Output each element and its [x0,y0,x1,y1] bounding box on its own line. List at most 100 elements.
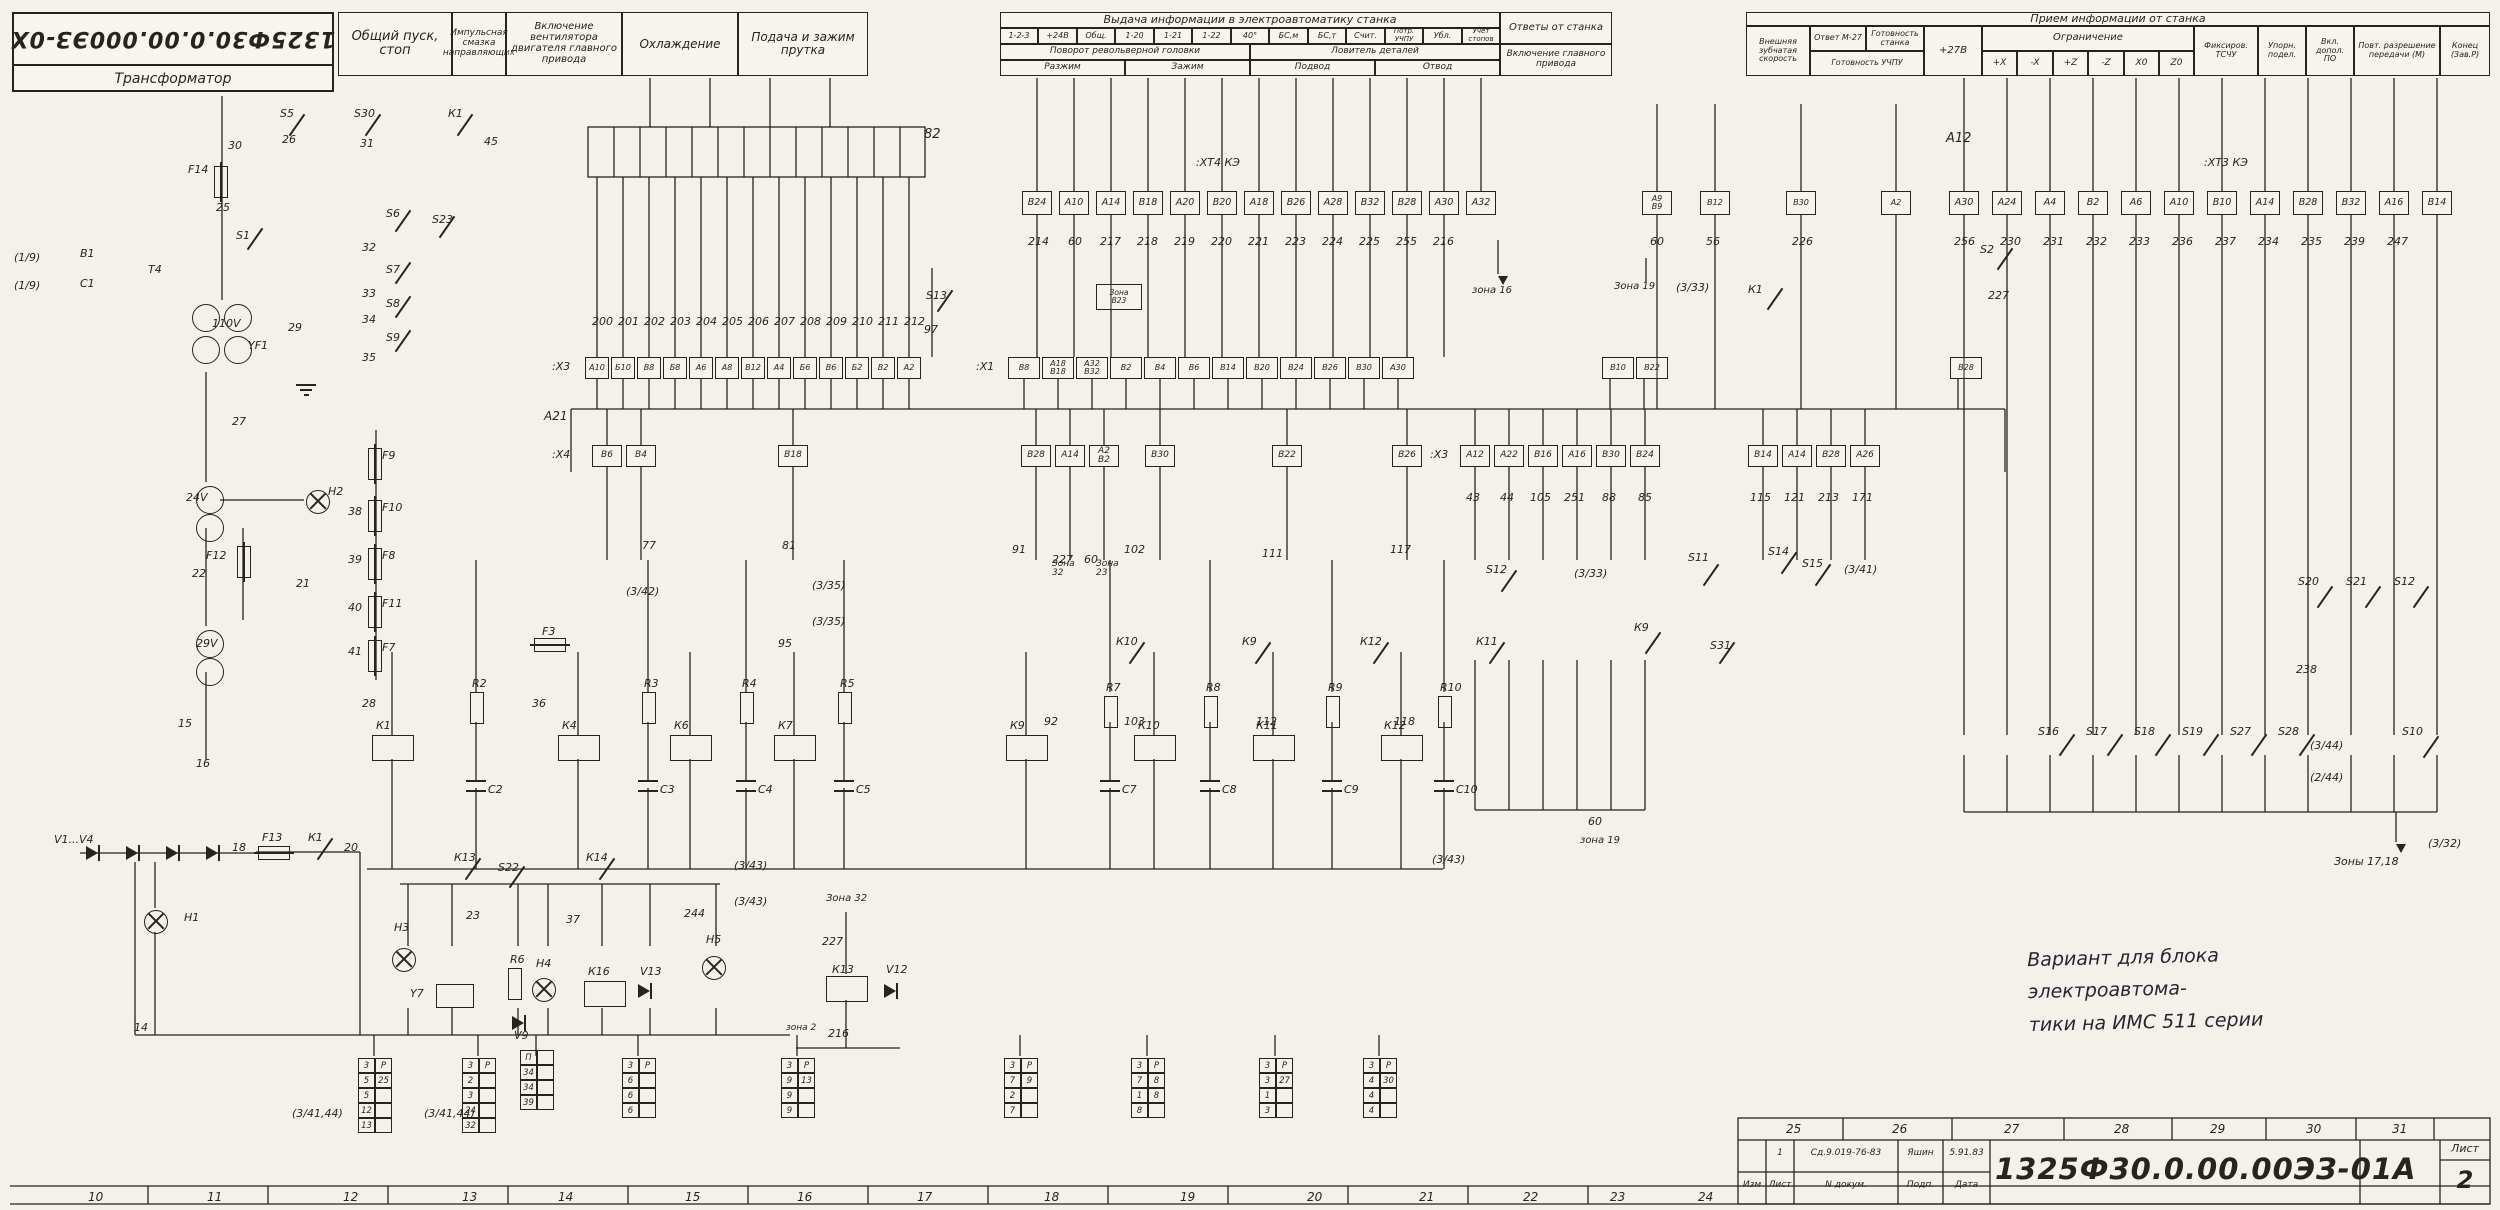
component-ref: Н2 [328,485,344,498]
terminal-box: А18 [1244,191,1274,215]
terminal-box: В2 [2078,191,2108,215]
lamp-symbol [144,910,168,934]
wire-number: 102 [1124,543,1145,556]
terminal-box: А14 [2250,191,2280,215]
contact-table-cell: 3 [462,1088,479,1103]
wire-number: 21 [296,577,310,590]
wire-number: 205 [722,315,743,328]
component-ref: К4 [562,719,577,732]
header-cell: Фиксиров. ТСЧУ [2194,26,2258,76]
component-ref: C4 [758,783,773,796]
wire-number: 92 [1044,715,1058,728]
component-ref: F8 [382,549,396,562]
zone-ref: (3/35) [812,579,846,592]
wire-number: 22 [192,567,206,580]
wire-number: 251 [1564,491,1585,504]
component-ref: F10 [382,501,403,514]
label: С1 [80,277,95,290]
component-ref: F14 [188,163,209,176]
contact-table-cell: 3 [781,1058,798,1073]
terminal-box: В28 [1392,191,1422,215]
wire-number: 60 [1068,235,1082,248]
component-ref: S11 [1688,551,1709,564]
contact-table-cell: 6 [622,1073,639,1088]
box-symbol [436,984,474,1008]
terminal-box: А10 [2164,191,2194,215]
component-ref: R5 [840,677,855,690]
contact-table-cell: 9 [781,1088,798,1103]
cap-symbol [1200,780,1220,792]
header-cell: Ловитель деталей [1250,44,1500,60]
sheet-zone-number: 10 [88,1190,104,1204]
terminal-box: В28 [1816,445,1846,467]
titleblock-label: Лист [1768,1180,1792,1190]
contact-table-cell: 27 [1276,1073,1293,1088]
contact-table-cell: 3 [358,1058,375,1073]
header-cell: Включение вентилятора двигателя главного… [506,12,622,76]
header-cell: Повт. разрешение передачи (М) [2354,26,2440,76]
contact-table-cell: Р [1021,1058,1038,1073]
title-zone-number: 27 [2004,1122,2020,1136]
component-ref: C10 [1456,783,1478,796]
coil-symbol [1134,735,1176,761]
wire-number: 56 [1706,235,1720,248]
component-ref: К13 [832,963,854,976]
terminal-box: А16 [1562,445,1592,467]
contact-table-cell: 13 [358,1118,375,1133]
terminal-box: А16 [2379,191,2409,215]
wire-number: 20 [344,841,358,854]
wire-number: 31 [360,137,374,150]
terminal-box: В28 [2293,191,2323,215]
contact-table-cell [537,1095,554,1110]
contact-table-cell [1380,1088,1397,1103]
zone-ref: (1/9) [14,251,41,264]
coil-symbol [1253,735,1295,761]
component-ref: S12 [1486,563,1507,576]
component-ref: S9 [386,331,400,344]
component-ref: S5 [280,107,294,120]
component-ref: S18 [2134,725,2155,738]
res-symbol [642,692,656,724]
terminal-box: В28 [1950,357,1982,379]
wire-number: 112 [1256,715,1277,728]
zone-ref: (3/43) [1432,853,1466,866]
terminal-box: А32 В32 [1076,357,1108,379]
terminal-box: А30 [1949,191,1979,215]
terminal-box: В18 [1133,191,1163,215]
component-ref: S21 [2346,575,2367,588]
res-symbol [838,692,852,724]
contact-table-cell: 3 [462,1058,479,1073]
terminal-box: А28 [1318,191,1348,215]
contact-table-cell: 34 [520,1065,537,1080]
header-cell: Внешняя зубчатая скорость [1746,26,1810,76]
terminal-row-label: :ХТ4 КЭ [1196,156,1240,169]
component-ref: К7 [778,719,793,732]
component-ref: R9 [1328,681,1343,694]
terminal-box: А22 [1494,445,1524,467]
terminal-box: В22 [1636,357,1668,379]
sheet-zone-number: 19 [1180,1190,1196,1204]
wire-number: 239 [2344,235,2365,248]
sheet-zone-number: 21 [1419,1190,1435,1204]
component-ref: S14 [1768,545,1789,558]
wire-number: 227 [1988,289,2009,302]
terminal-box: А14 [1096,191,1126,215]
contact-table-cell: Р [479,1058,496,1073]
sheet-zone-number: 23 [1610,1190,1626,1204]
sheet-zone-number: 12 [343,1190,359,1204]
wind-symbol [196,658,224,686]
contact-table-cell: 2 [462,1073,479,1088]
zone-ref: (3/41,44) [292,1107,343,1120]
terminal-box: В20 [1207,191,1237,215]
contact-table-cell: 6 [622,1103,639,1118]
contact-table-cell [798,1088,815,1103]
header-cell: 1-2-3 [1000,28,1038,44]
wire-number: 202 [644,315,665,328]
component-ref: C3 [660,783,675,796]
terminal-box: А8 [715,357,739,379]
contact-table-cell [375,1118,392,1133]
terminal-box: А30 [1429,191,1459,215]
wire-number: 200 [592,315,613,328]
fuse-symbol [368,544,382,584]
wire-number: 214 [1028,235,1049,248]
